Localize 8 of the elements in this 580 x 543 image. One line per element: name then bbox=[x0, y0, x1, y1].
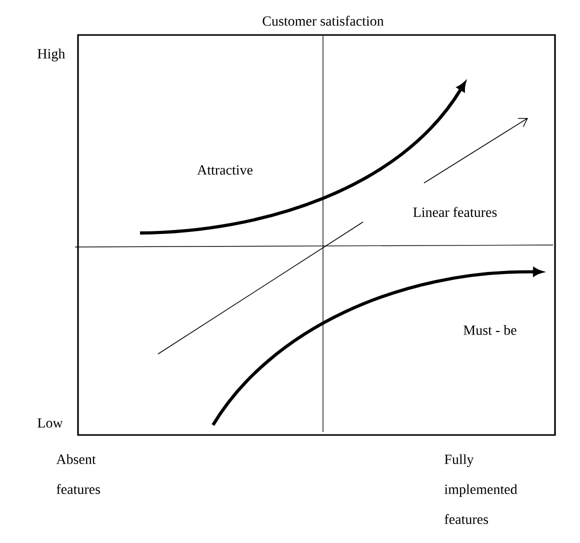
curve-label: Attractive bbox=[197, 165, 252, 175]
axis-label: Low bbox=[38, 418, 63, 428]
curve-label: Linear features bbox=[413, 207, 497, 217]
axis-label: Fully implemented features bbox=[444, 454, 518, 524]
curve-label: Must - be bbox=[464, 325, 516, 335]
axis-label: High bbox=[38, 48, 66, 62]
chart-title: Customer satisfaction bbox=[262, 16, 384, 26]
axis-label: Absent features bbox=[56, 454, 100, 494]
